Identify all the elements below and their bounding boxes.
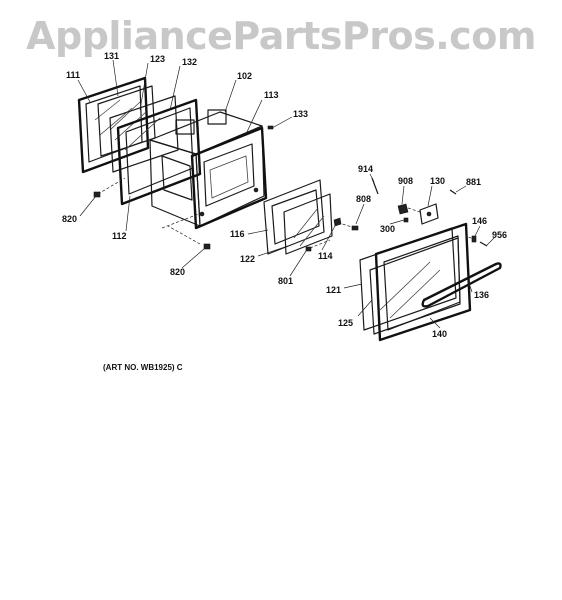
callout-116: 116 (230, 229, 245, 239)
callout-132: 132 (182, 57, 197, 67)
part-820-screw-bottom (203, 243, 211, 250)
leader-lines (77, 59, 495, 329)
callout-136: 136 (474, 290, 489, 300)
part-136-handle (421, 262, 502, 308)
callout-123: 123 (150, 54, 165, 64)
callout-914: 914 (358, 164, 373, 174)
part-116-window-pack (263, 179, 325, 255)
part-123-glass (109, 95, 179, 173)
callout-102: 102 (237, 71, 252, 81)
part-908-bracket (397, 203, 409, 215)
watermark-text: AppliancePartsPros.com (26, 14, 536, 58)
part-820-screw-left (93, 191, 101, 198)
part-300-spring (403, 217, 409, 223)
callout-131: 131 (104, 51, 119, 61)
callout-881: 881 (466, 177, 481, 187)
part-125-trim (369, 237, 461, 335)
callout-908: 908 (398, 176, 413, 186)
callout-130: 130 (430, 176, 445, 186)
callout-300: 300 (380, 224, 395, 234)
callout-122: 122 (240, 254, 255, 264)
callout-133: 133 (293, 109, 308, 119)
callout-820-bottom: 820 (170, 267, 185, 277)
part-111-door-panel (77, 76, 150, 174)
callout-146: 146 (472, 216, 487, 226)
part-801-screw (305, 246, 312, 252)
callout-114: 114 (318, 251, 333, 261)
callout-140: 140 (432, 329, 447, 339)
art-number: (ART NO. WB1925) C (103, 363, 183, 372)
callout-801: 801 (278, 276, 293, 286)
callout-121: 121 (326, 285, 341, 295)
callout-113: 113 (264, 90, 279, 100)
callout-956: 956 (492, 230, 507, 240)
callout-820-left: 820 (62, 214, 77, 224)
callout-labels: 111 131 123 132 102 113 133 820 112 116 … (62, 51, 507, 339)
part-956-screw (479, 241, 488, 247)
part-130-hinge (419, 203, 439, 225)
callout-125: 125 (338, 318, 353, 328)
callout-808: 808 (356, 194, 371, 204)
callout-112: 112 (112, 231, 127, 241)
part-881-screw (449, 189, 457, 195)
part-122-window-glass (283, 193, 333, 255)
part-140-outer-door (374, 222, 472, 342)
callout-111: 111 (66, 70, 80, 80)
part-114-clip (333, 217, 342, 227)
assembly-lines (97, 177, 477, 249)
part-113-door-frame (190, 126, 268, 230)
